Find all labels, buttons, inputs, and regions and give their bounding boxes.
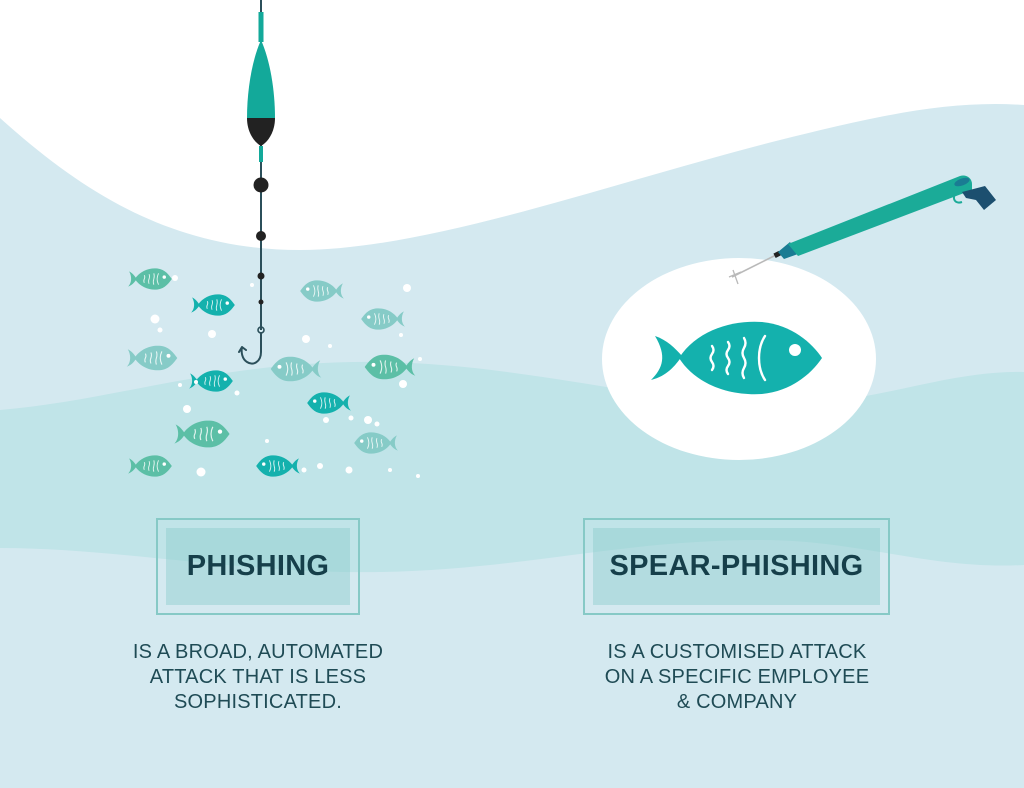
bubble-icon: [317, 463, 323, 469]
bubble-icon: [150, 314, 160, 324]
title-box-fill: [166, 528, 350, 605]
description-line: SOPHISTICATED.: [173, 691, 342, 713]
description-line: ATTACK THAT IS LESS: [149, 666, 367, 688]
speargun-barrel: [788, 175, 972, 256]
school-fish-icon: [364, 354, 416, 380]
float-bottom-icon: [247, 118, 275, 146]
school-fish-icon: [361, 308, 405, 330]
speargun-sight: [954, 177, 970, 187]
bubble-icon: [250, 283, 254, 287]
school-fish-icon: [307, 392, 351, 414]
spear-phishing-title: SPEAR-PHISHING: [609, 550, 864, 582]
school-fish-icon: [354, 432, 398, 454]
bubble-icon: [328, 344, 332, 348]
title-box-fill: [593, 528, 880, 605]
bubble-icon: [403, 284, 411, 292]
bubble-icon: [183, 405, 191, 413]
float-stem-top: [258, 12, 264, 42]
spear-tip: [728, 269, 742, 285]
sinker-weight-icon: [257, 272, 265, 280]
bubble-icon: [234, 390, 240, 396]
school-fish-icon: [270, 356, 322, 382]
target-fish-icon: [651, 321, 822, 395]
description-line: & COMPANY: [676, 691, 798, 713]
sinker-weight-icon: [253, 177, 269, 193]
phishing-title-box: PHISHING: [156, 518, 360, 615]
spear-phishing-description: IS A CUSTOMISED ATTACK ON A SPECIFIC EMP…: [570, 640, 904, 715]
bubble-icon: [323, 417, 329, 423]
bubble-icon: [208, 330, 216, 338]
speargun-trigger: [952, 193, 963, 204]
phishing-description: IS A BROAD, AUTOMATED ATTACK THAT IS LES…: [100, 640, 416, 715]
school-fish-icon: [128, 268, 172, 290]
sinker-weight-icon: [258, 299, 264, 305]
bubble-icon: [194, 380, 198, 384]
bubble-icon: [348, 415, 354, 421]
phishing-title: PHISHING: [186, 550, 330, 582]
bubble-icon: [345, 466, 353, 474]
school-fish-icon: [256, 455, 300, 477]
bubble-icon: [157, 327, 163, 333]
bubble-icon: [301, 467, 307, 473]
bubbles: [150, 275, 422, 478]
speargun-grip: [962, 186, 996, 210]
description-line: ON A SPECIFIC EMPLOYEE: [604, 666, 870, 688]
spear-phishing-title-box: SPEAR-PHISHING: [583, 518, 890, 615]
bubble-icon: [302, 335, 310, 343]
bubble-icon: [196, 467, 206, 477]
school-fish-icon: [189, 370, 233, 392]
bubble-icon: [172, 275, 178, 281]
bubble-icon: [364, 416, 372, 424]
bubble-icon: [178, 383, 182, 387]
school-fish-icon: [174, 420, 230, 448]
school-fish-icon: [300, 280, 344, 302]
school-fish-icon: [191, 294, 235, 316]
bubble-icon: [388, 468, 392, 472]
bubble-icon: [416, 474, 420, 478]
school-fish-icon: [126, 345, 178, 371]
bubble-icon: [399, 333, 403, 337]
description-line: IS A BROAD, AUTOMATED: [132, 641, 384, 663]
school-of-fish: [126, 268, 416, 477]
bubble-icon: [374, 421, 380, 427]
bubble-icon: [399, 380, 407, 388]
description-line: IS A CUSTOMISED ATTACK: [607, 641, 867, 663]
hook-icon: [238, 332, 262, 365]
float-icon: [247, 40, 275, 118]
bubble-icon: [265, 439, 269, 443]
fishing-rig: [238, 0, 275, 365]
speargun-icon: [728, 175, 996, 285]
float-stem-bottom: [259, 146, 263, 162]
school-fish-icon: [128, 455, 172, 477]
bubble-icon: [418, 357, 422, 361]
sinker-weight-icon: [256, 231, 266, 241]
speargun-muzzle: [778, 242, 798, 259]
